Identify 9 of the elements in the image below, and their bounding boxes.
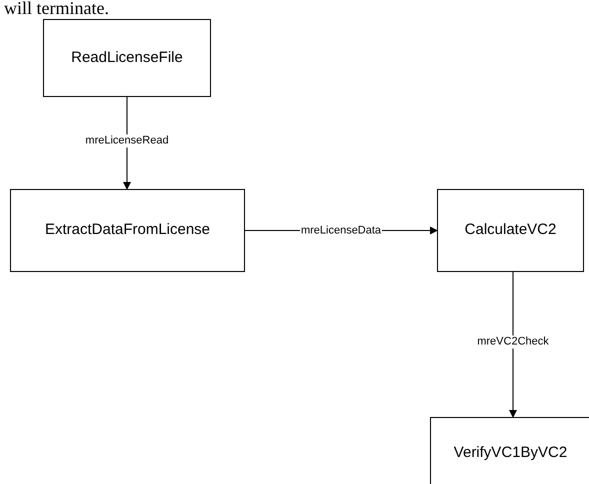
edge-label: mreLicenseData (300, 224, 382, 237)
process-box: VerifyVC1ByVC2 (430, 417, 589, 484)
process-box: CalculateVC2 (437, 189, 584, 272)
edge-label: mreVC2Check (476, 335, 550, 348)
arrow (509, 272, 517, 418)
edge-label: mreLicenseRead (84, 134, 170, 148)
process-box: ReadLicenseFile (43, 19, 211, 97)
note-text: will terminate. (4, 0, 109, 19)
process-box: ExtractDataFromLicense (10, 189, 245, 272)
